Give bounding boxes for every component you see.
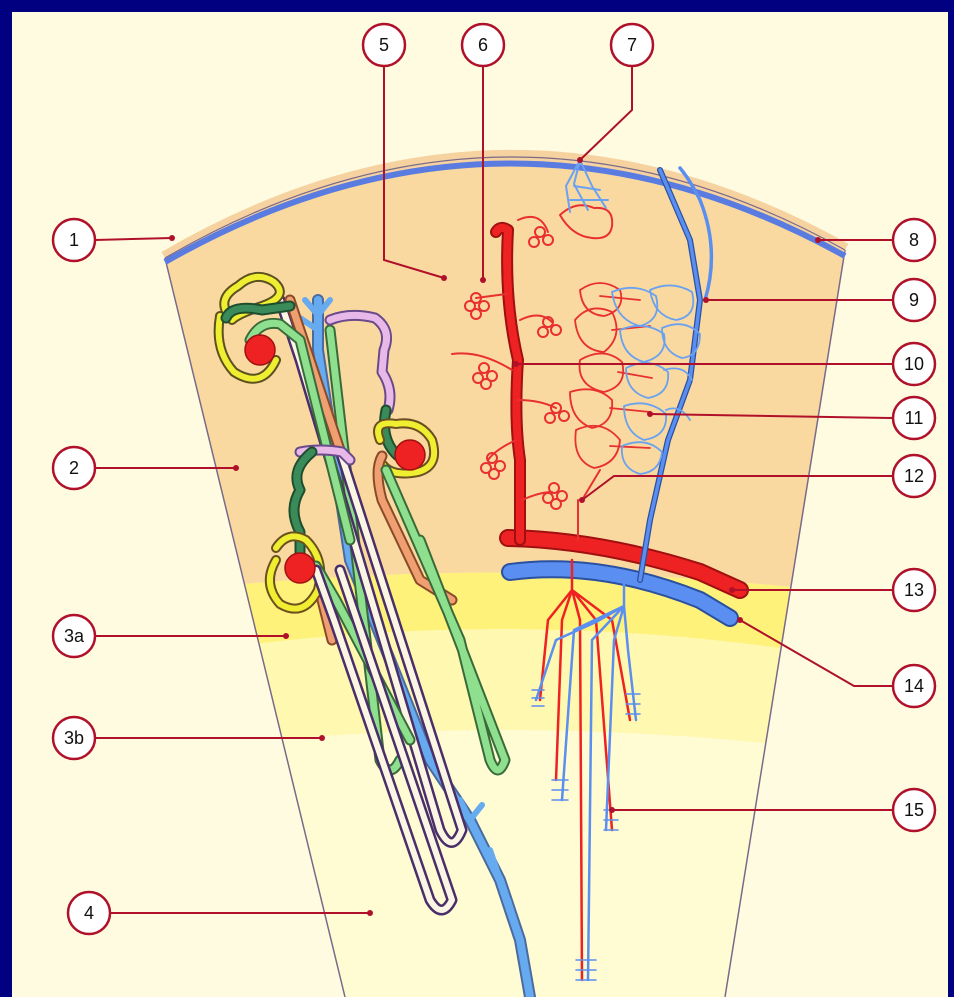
callout-13: 13 (893, 569, 935, 611)
callout-9: 9 (893, 279, 935, 321)
callout-9-label: 9 (909, 290, 919, 310)
callout-12: 12 (893, 455, 935, 497)
callout-14: 14 (893, 665, 935, 707)
callout-15-label: 15 (904, 800, 924, 820)
callout-12-label: 12 (904, 466, 924, 486)
callout-11: 11 (893, 397, 935, 439)
callout-13-label: 13 (904, 580, 924, 600)
callout-7-label: 7 (627, 35, 637, 55)
callout-1: 1 (53, 219, 95, 261)
callout-3a-label: 3a (64, 626, 85, 646)
callout-3b-label: 3b (64, 728, 84, 748)
callout-11-label: 11 (905, 408, 924, 428)
callout-1-label: 1 (69, 230, 79, 250)
callout-15: 15 (893, 789, 935, 831)
callout-8: 8 (893, 219, 935, 261)
callout-5-label: 5 (379, 35, 389, 55)
callout-2-label: 2 (69, 458, 79, 478)
callout-5: 5 (363, 24, 405, 66)
callout-6: 6 (462, 24, 504, 66)
callout-8-label: 8 (909, 230, 919, 250)
callout-4: 4 (68, 892, 110, 934)
callout-7: 7 (611, 24, 653, 66)
callout-4-label: 4 (84, 903, 94, 923)
callout-14-label: 14 (904, 676, 924, 696)
callout-10: 10 (893, 343, 935, 385)
callout-10-label: 10 (904, 354, 924, 374)
callout-6-label: 6 (478, 35, 488, 55)
callout-3b: 3b (53, 717, 95, 759)
callout-3a: 3a (53, 615, 95, 657)
callout-2: 2 (53, 447, 95, 489)
